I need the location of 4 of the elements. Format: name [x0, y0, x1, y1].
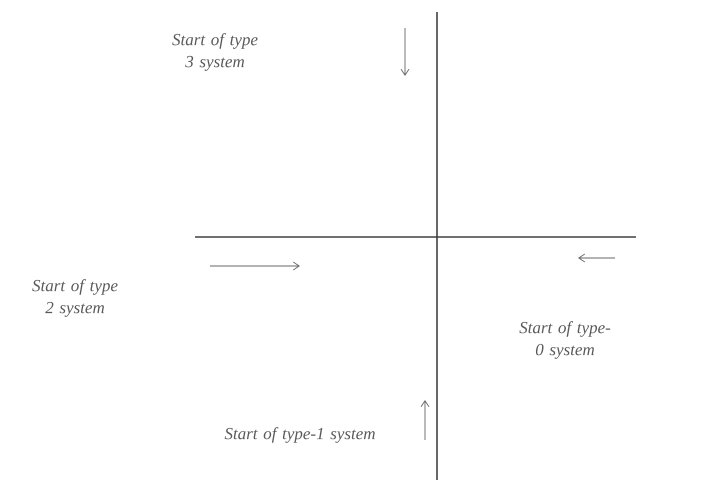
- handwritten-note: Start of type-0 system: [519, 321, 610, 359]
- handwritten-note: Start of type 2 system: [32, 279, 118, 317]
- handwritten-note: Start of type 3 system: [172, 33, 258, 71]
- handwritten-note: Start of type-1 system: [224, 427, 375, 443]
